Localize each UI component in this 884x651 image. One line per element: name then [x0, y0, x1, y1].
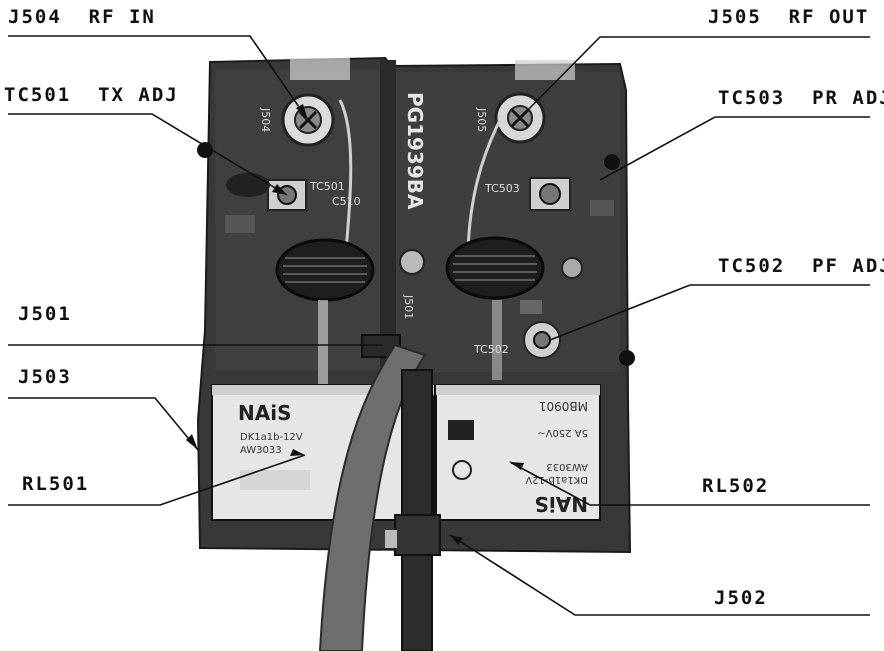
relay-left-code: AW3033: [240, 445, 282, 456]
silk-c510: C510: [332, 195, 361, 208]
relay-right-model: DK1a1b-12V: [525, 474, 588, 485]
relay-right-serial: MB0901: [539, 399, 588, 413]
leader-rl501: [8, 454, 306, 506]
arrow-j504: [296, 104, 308, 120]
leader-j503: [8, 397, 199, 451]
relay-right-rating: 5A 250V~: [537, 427, 588, 438]
toroid-right: [445, 236, 545, 300]
callout-tc502: TC502 PF ADJ: [718, 255, 884, 277]
callout-rl501: RL501: [22, 473, 90, 495]
relay-left-model: DK1a1b-12V: [240, 432, 303, 443]
callout-j502: J502: [714, 587, 768, 609]
arrow-rl501: [290, 449, 305, 456]
relay-rl502: NAiS DK1a1b-12V AW3033 5A 250V~ MB0901: [435, 384, 601, 521]
callout-j504: J504 RF IN: [8, 6, 156, 28]
toroid-left: [275, 238, 375, 302]
leader-j504: [8, 35, 309, 121]
silk-j505: J505: [475, 107, 488, 132]
leader-tc502: [549, 284, 870, 341]
board-channel: [380, 60, 396, 390]
callout-tc503: TC503 PR ADJ: [718, 87, 884, 109]
arrow-tc501: [272, 184, 287, 195]
relay-right-code: AW3033: [546, 461, 588, 472]
silk-tc503: TC503: [484, 182, 520, 195]
cable-small: [401, 369, 433, 651]
leader-j505: [519, 36, 870, 119]
callout-j505: J505 RF OUT: [708, 6, 870, 28]
arrow-rl502: [510, 462, 524, 470]
callout-tc501: TC501 TX ADJ: [4, 84, 179, 106]
silk-tc502: TC502: [473, 343, 509, 356]
leader-rl502: [509, 461, 870, 506]
leader-tc501: [8, 113, 288, 196]
relay-left-brand: NAiS: [238, 401, 291, 425]
silk-j504: J504: [259, 107, 272, 132]
arrow-j502: [450, 535, 463, 545]
tc502-trimmer: [523, 321, 561, 359]
leader-j502: [449, 534, 870, 616]
silk-tc501: TC501: [309, 180, 345, 193]
pcb-photo: PG1939BA J504 J505 TC501 C510 TC503 TC50…: [196, 56, 635, 651]
callout-j501: J501: [18, 303, 72, 325]
tc503-trimmer: [529, 177, 571, 211]
relay-right-brand: NAiS: [535, 492, 588, 516]
arrow-j503: [186, 434, 198, 450]
silk-j501: J501: [402, 294, 415, 319]
leader-tc503: [599, 116, 870, 181]
leader-lines: [8, 35, 870, 616]
callout-rl502: RL502: [702, 475, 770, 497]
callout-j503: J503: [18, 366, 72, 388]
silk-brand: PG1939BA: [403, 92, 427, 210]
